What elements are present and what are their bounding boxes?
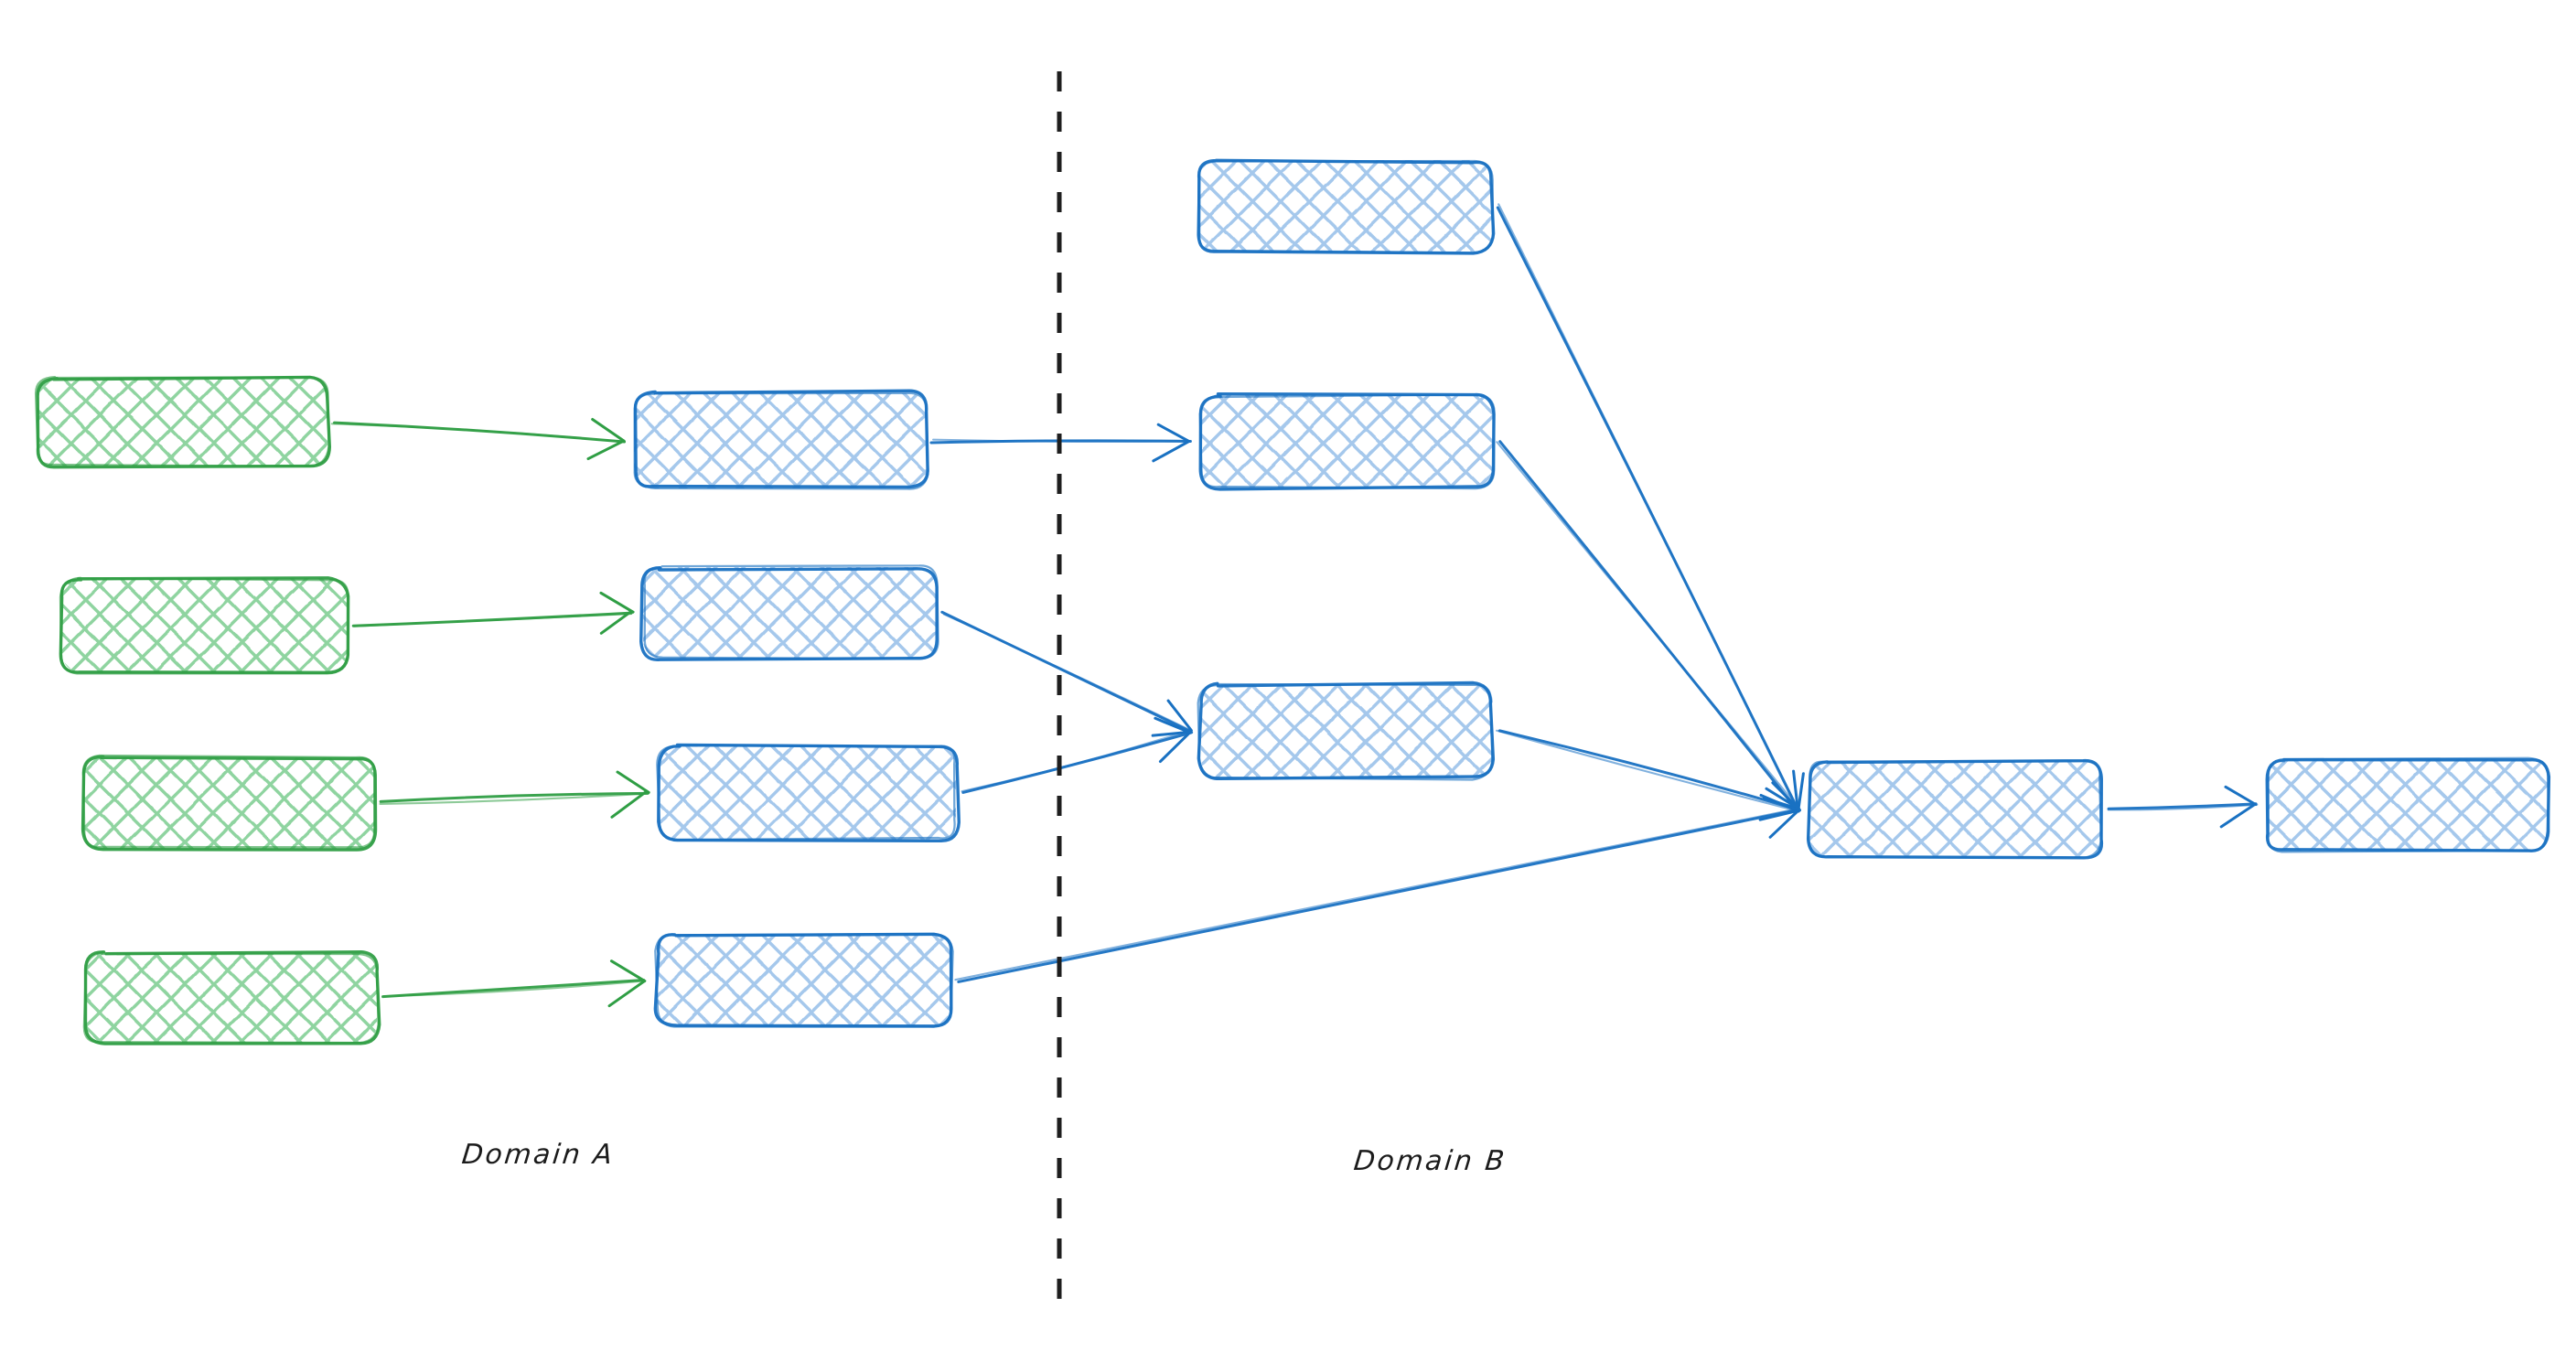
- edge-e2[interactable]: [351, 591, 635, 635]
- node-outline: [34, 375, 330, 467]
- node-outline: [82, 950, 380, 1045]
- node-a3[interactable]: [79, 754, 379, 852]
- edge-e6[interactable]: [940, 610, 1193, 737]
- edge-e3[interactable]: [379, 770, 650, 819]
- node-outline: [657, 743, 961, 843]
- edge-e9[interactable]: [1496, 203, 1805, 813]
- nodes-layer: [33, 156, 2551, 1046]
- domain-b-label: Domain B: [1352, 1145, 1508, 1177]
- edge-e11[interactable]: [1496, 729, 1802, 821]
- node-outline: [1807, 759, 2103, 859]
- node-b3[interactable]: [1197, 681, 1497, 781]
- node-b2[interactable]: [1197, 391, 1497, 491]
- node-c1[interactable]: [1806, 758, 2106, 862]
- node-outline: [59, 576, 349, 675]
- node-fill: [634, 393, 927, 488]
- node-outline: [81, 754, 376, 849]
- node-outline: [2267, 756, 2550, 853]
- edge-e4[interactable]: [381, 959, 647, 1008]
- node-fill: [82, 757, 375, 849]
- node-outline: [656, 745, 956, 841]
- domain-a-label: Domain A: [460, 1139, 617, 1171]
- node-fill: [1200, 395, 1493, 488]
- node-a2[interactable]: [59, 574, 351, 676]
- edge-e8[interactable]: [954, 797, 1800, 983]
- node-fill: [643, 567, 938, 659]
- node-fill: [85, 953, 377, 1043]
- edge-e7[interactable]: [961, 716, 1194, 794]
- node-outline: [633, 391, 929, 490]
- edge-e12[interactable]: [2107, 785, 2259, 829]
- node-outline: [1197, 159, 1495, 254]
- node-outline: [1198, 393, 1496, 490]
- node-outline: [1197, 682, 1494, 781]
- node-m2[interactable]: [639, 563, 941, 662]
- node-m4[interactable]: [652, 931, 955, 1030]
- edge-e10[interactable]: [1496, 440, 1800, 813]
- node-fill: [656, 935, 951, 1026]
- edge-e1[interactable]: [330, 417, 627, 461]
- node-d1[interactable]: [2263, 756, 2551, 854]
- node-m3[interactable]: [655, 742, 961, 843]
- node-b1[interactable]: [1195, 156, 1497, 255]
- edges-layer: [330, 203, 2259, 1008]
- node-a4[interactable]: [81, 949, 381, 1046]
- node-fill: [659, 745, 956, 840]
- node-fill: [1201, 684, 1493, 777]
- node-m1[interactable]: [630, 389, 930, 492]
- node-a1[interactable]: [33, 374, 332, 470]
- node-fill: [2267, 759, 2548, 851]
- node-fill: [1198, 160, 1493, 252]
- node-fill: [62, 578, 348, 672]
- node-outline: [654, 933, 954, 1028]
- node-fill: [1809, 762, 2102, 858]
- node-fill: [37, 378, 327, 466]
- node-outline: [643, 564, 939, 660]
